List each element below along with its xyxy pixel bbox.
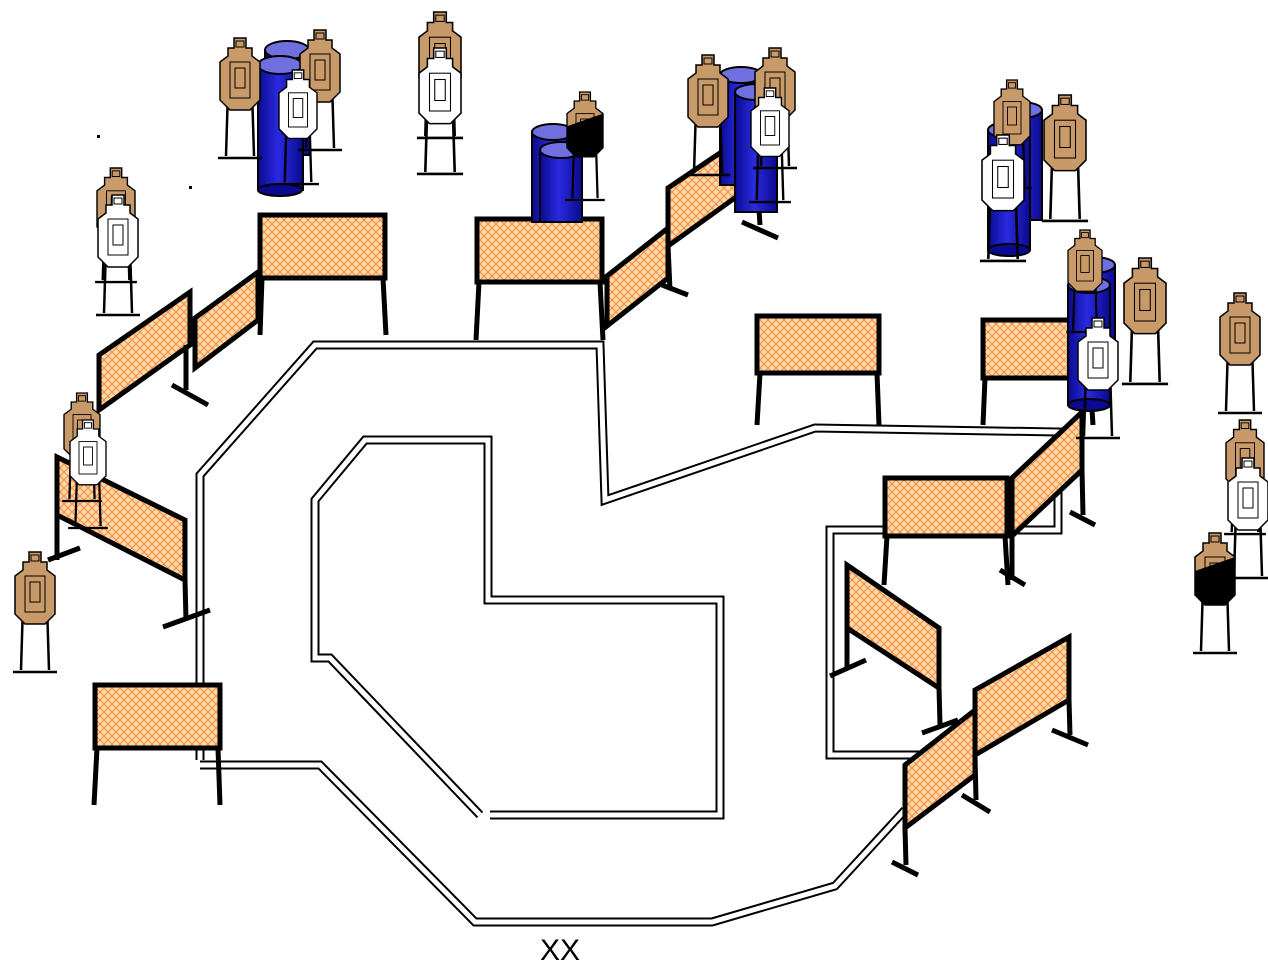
speck (189, 186, 192, 189)
paper-target-icon (1041, 94, 1089, 223)
start-position-label: XX (539, 934, 581, 967)
no-shoot-target-icon (416, 47, 464, 176)
paper-target-icon (1121, 257, 1169, 386)
wall-icon (604, 222, 671, 332)
paper-target-icon (218, 37, 262, 160)
inner-fault-line (310, 435, 725, 820)
wall-icon (257, 212, 389, 336)
no-shoot-target-icon (277, 69, 319, 186)
wall-icon (881, 475, 1011, 586)
hard-cover-target-icon (565, 91, 605, 202)
wall-icon (91, 682, 223, 806)
wall-icon (890, 704, 978, 878)
walls (47, 123, 1097, 878)
wall-icon (473, 216, 606, 341)
wall-icon (828, 560, 959, 736)
no-shoot-target-icon (68, 419, 108, 530)
outer-fault-line (195, 340, 1063, 927)
targets (13, 11, 1268, 674)
no-shoot-target-icon (1076, 317, 1120, 440)
no-shoot-target-icon (979, 134, 1027, 263)
hard-cover-target-icon (1193, 532, 1237, 655)
fault-lines (195, 340, 1063, 927)
paper-target-icon (686, 54, 730, 177)
no-shoot-target-icon (749, 87, 791, 204)
speck (97, 135, 100, 138)
paper-target-icon (13, 551, 57, 674)
wall-icon (998, 406, 1097, 588)
wall-icon (47, 452, 211, 630)
wall-icon (96, 287, 210, 415)
no-shoot-target-icon (96, 194, 140, 317)
wall-icon (960, 632, 1089, 815)
wall-icon (192, 267, 261, 374)
paper-target-icon (1218, 292, 1262, 415)
wall-icon (754, 313, 882, 426)
